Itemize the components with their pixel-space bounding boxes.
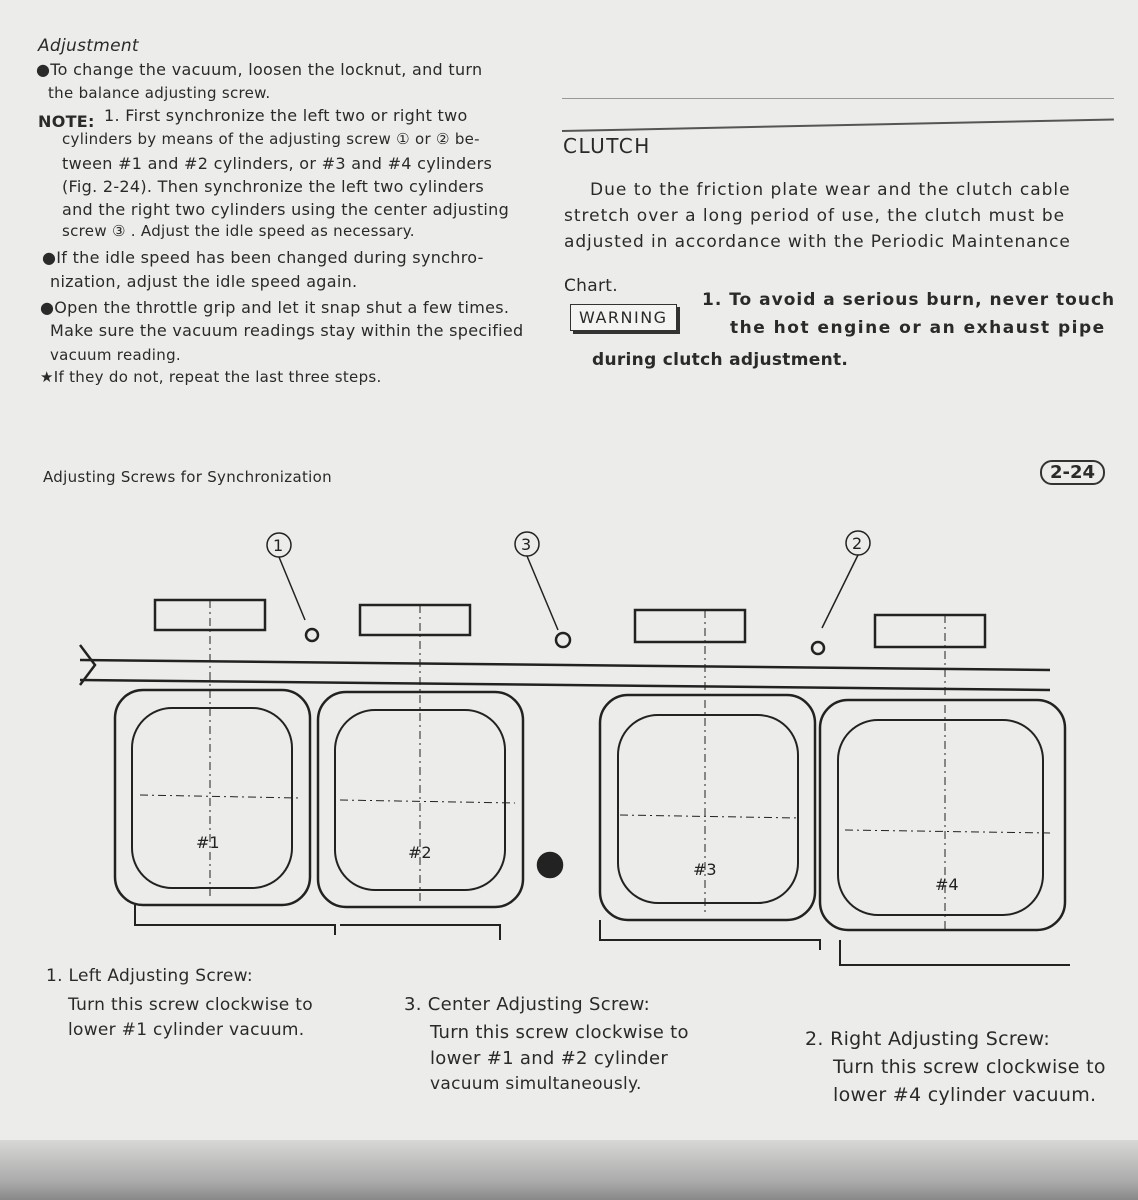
carburetor-diagram: 1 3 2 #1 #2 #3 #4 [79,530,1070,966]
legend-title: 3. Center Adjusting Screw: [404,994,651,1015]
cylinder-label: #1 [196,833,220,852]
divider [562,98,1114,99]
legend-title: 1. Left Adjusting Screw: [46,966,253,986]
cylinder-label: #2 [408,843,432,862]
clutch-title: CLUTCH [563,134,651,158]
text-line: ●Open the throttle grip and let it snap … [40,298,510,317]
note-label: NOTE: [38,112,95,131]
callout-label: 2 [852,534,862,553]
text-line: cylinders by means of the adjusting scre… [62,130,480,148]
figure-caption: Adjusting Screws for Synchronization [43,468,332,486]
divider [561,118,1114,132]
callout-1 [266,532,306,621]
text-line: 1. First synchronize the left two or rig… [104,106,468,125]
text-line: ●If the idle speed has been changed duri… [42,248,484,267]
text-line: Make sure the vacuum readings stay withi… [50,321,524,340]
carburetor-bank [79,598,1070,966]
callout-label: 3 [521,535,531,554]
text-line: Due to the friction plate wear and the c… [590,180,1071,200]
legend-line: lower #1 and #2 cylinder [430,1048,669,1069]
legend-line: vacuum simultaneously. [430,1074,642,1094]
callout-2 [821,530,871,629]
text-line: (Fig. 2-24). Then synchronize the left t… [62,177,484,196]
text-line: vacuum reading. [50,346,181,364]
cylinder-label: #4 [935,875,959,894]
cylinder-label: #3 [693,860,717,879]
text-line: stretch over a long period of use, the c… [564,206,1066,226]
legend-line: lower #4 cylinder vacuum. [833,1084,1097,1106]
legend-line: Turn this screw clockwise to [68,995,313,1015]
text-line: adjusted in accordance with the Periodic… [564,232,1071,252]
text-line: nization, adjust the idle speed again. [50,272,358,291]
text-line: and the right two cylinders using the ce… [62,200,510,219]
text-line: ★If they do not, repeat the last three s… [40,368,382,386]
adjustment-heading: Adjustment [38,36,139,56]
callout-label: 1 [273,536,283,555]
text-line: Chart. [564,276,618,296]
page-edge-shadow [0,1140,1138,1200]
warning-line: during clutch adjustment. [592,350,849,370]
legend-line: Turn this screw clockwise to [833,1056,1106,1078]
warning-label: WARNING [570,304,677,331]
text-line: ●To change the vacuum, loosen the locknu… [36,60,483,79]
legend-line: lower #1 cylinder vacuum. [68,1020,305,1040]
text-line: tween #1 and #2 cylinders, or #3 and #4 … [62,154,493,173]
figure-number: 2-24 [1040,460,1106,485]
legend-title: 2. Right Adjusting Screw: [805,1028,1051,1050]
legend-line: Turn this screw clockwise to [430,1022,689,1043]
warning-line: 1. To avoid a serious burn, never touch [702,290,1116,310]
callout-3 [514,531,559,631]
text-line: screw ③ . Adjust the idle speed as neces… [62,222,415,240]
text-line: the balance adjusting screw. [48,84,271,102]
warning-line: the hot engine or an exhaust pipe [730,318,1106,338]
